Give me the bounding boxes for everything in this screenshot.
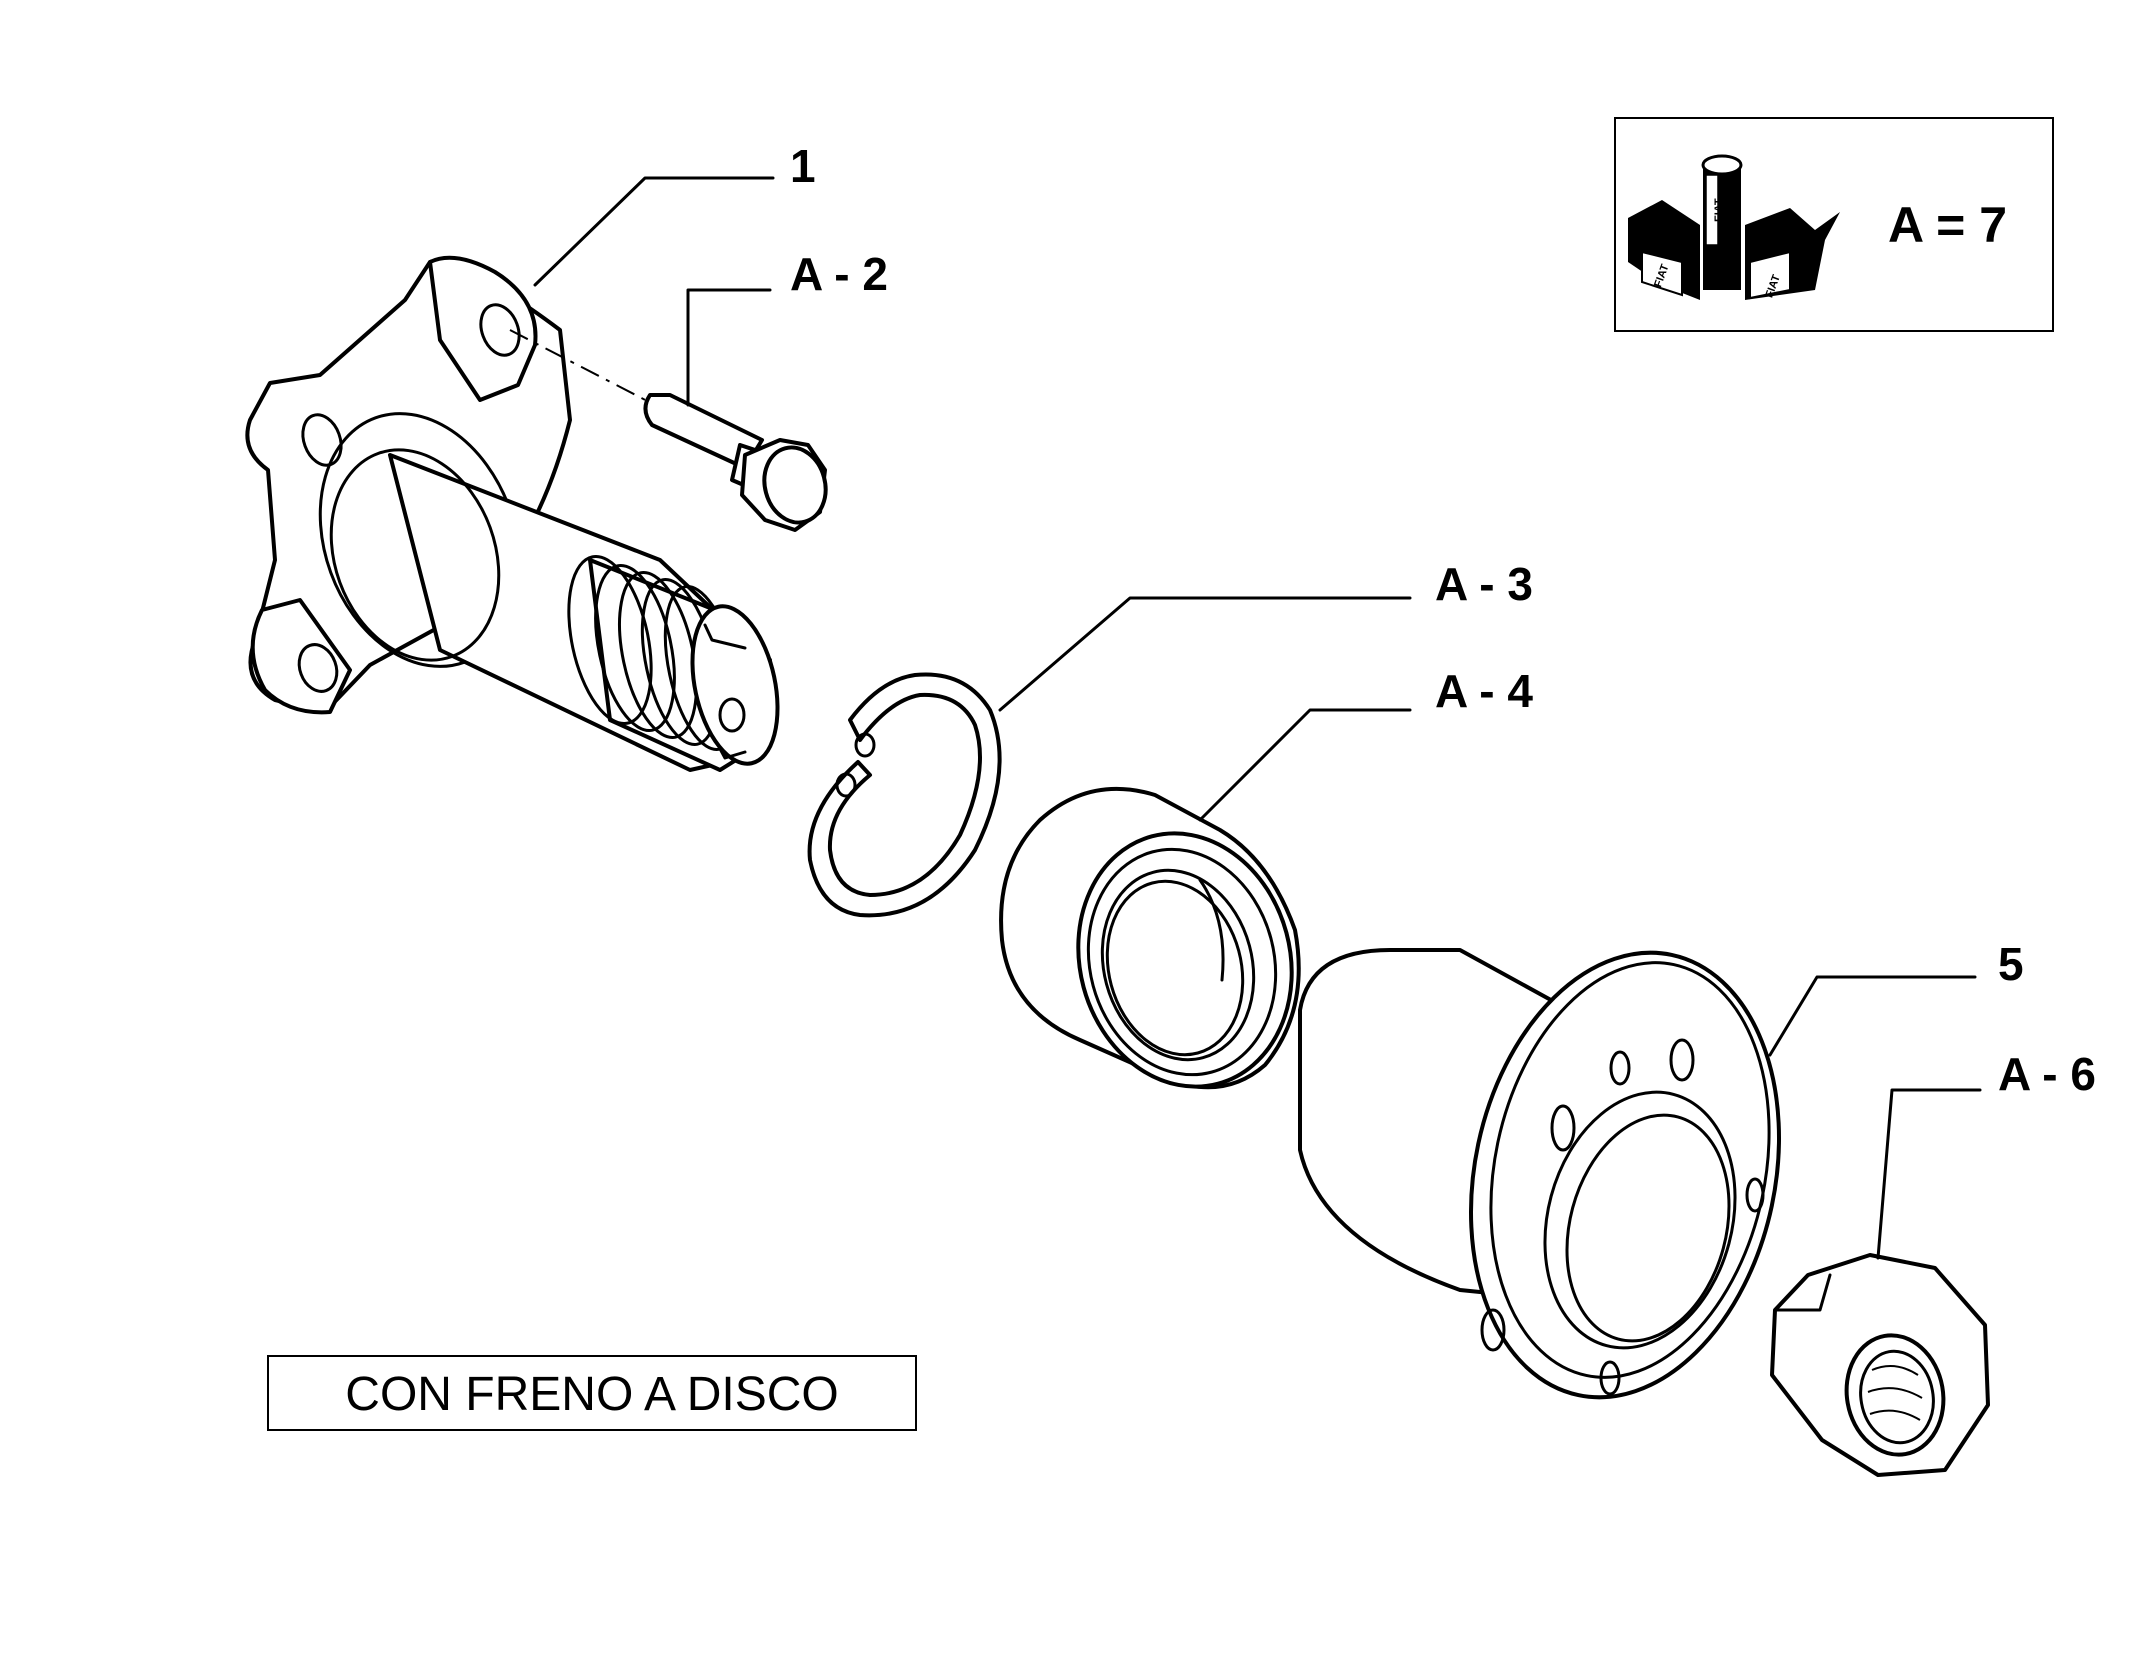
part-a2-bolt [509, 329, 828, 532]
callout-5: 5 [1998, 938, 2024, 990]
logo-text-center: FIAT [1713, 198, 1725, 222]
leader-a6 [1876, 1088, 1982, 1260]
part-a4-bearing [999, 786, 1301, 1090]
part-a3-circlip [807, 672, 1002, 918]
caption-box: CON FRENO A DISCO [267, 1355, 917, 1431]
part-a6-nut [1770, 1253, 1990, 1477]
callout-a2: A - 2 [790, 248, 888, 300]
fiat-parts-logo-icon: FIAT FIAT FIAT [1628, 154, 1840, 300]
callout-1: 1 [790, 140, 816, 192]
part-5-hub [1298, 948, 1781, 1400]
kit-box: FIAT FIAT FIAT A = 7 [1614, 117, 2054, 332]
callout-a4: A - 4 [1435, 665, 1533, 717]
part-1-spindle [245, 255, 780, 772]
leader-5 [1768, 975, 1977, 1057]
leader-a3 [998, 596, 1412, 712]
leader-a2 [686, 288, 772, 407]
threaded-end [567, 554, 780, 772]
callout-a6: A - 6 [1998, 1048, 2096, 1100]
kit-label: A = 7 [1888, 197, 2007, 253]
caption-text: CON FRENO A DISCO [345, 1368, 838, 1421]
leader-lines [533, 176, 1982, 1260]
leader-a4 [1198, 708, 1412, 822]
leader-1 [533, 176, 775, 287]
callout-a3: A - 3 [1435, 558, 1533, 610]
